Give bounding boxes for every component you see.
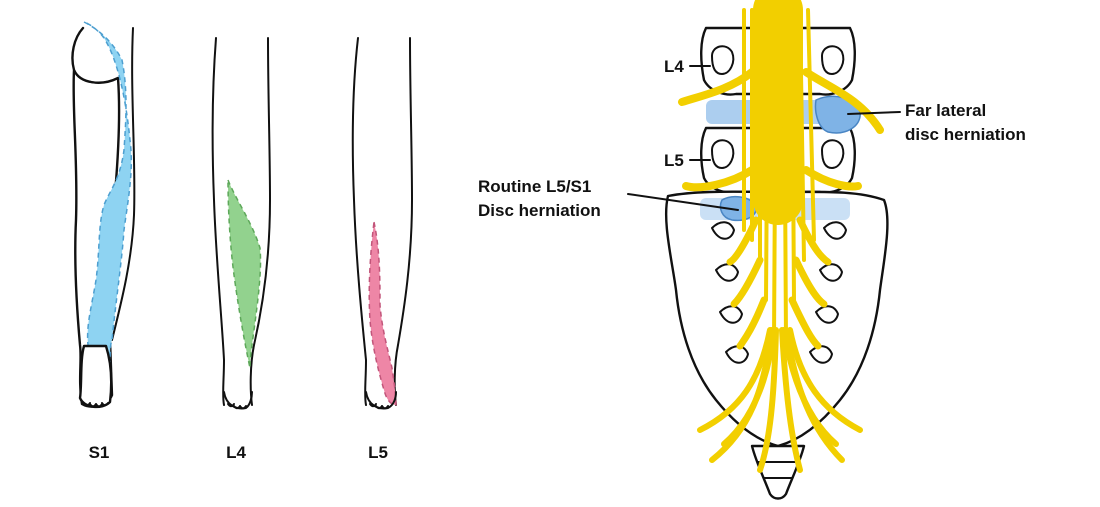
level-label-l5: L5: [664, 151, 684, 170]
dermatome-label-l5: L5: [368, 443, 388, 462]
leg-l4: L4: [211, 37, 271, 462]
leg-l5: L5: [351, 37, 413, 462]
annotation-far-lateral-line1: Far lateral: [905, 101, 986, 120]
far-lateral-leader: [847, 111, 901, 115]
dermatome-label-l4: L4: [226, 443, 246, 462]
annotation-far-lateral-line2: disc herniation: [905, 125, 1026, 144]
dermatome-label-s1: S1: [89, 443, 110, 462]
sacrum: [664, 190, 889, 448]
dermatome-l5-area: [368, 221, 397, 406]
leg-s1: S1: [71, 21, 136, 462]
spine-illustration: L4 L5 Far lateral disc herniation Routin…: [478, 0, 1026, 500]
foot-s1: [78, 344, 113, 409]
routine-leader: [627, 193, 739, 211]
annotation-routine-line1: Routine L5/S1: [478, 177, 591, 196]
annotation-routine-line2: Disc herniation: [478, 201, 601, 220]
level-label-l4: L4: [664, 57, 684, 76]
cauda-equina: [678, 0, 884, 473]
dermatome-l4-area: [227, 179, 262, 369]
